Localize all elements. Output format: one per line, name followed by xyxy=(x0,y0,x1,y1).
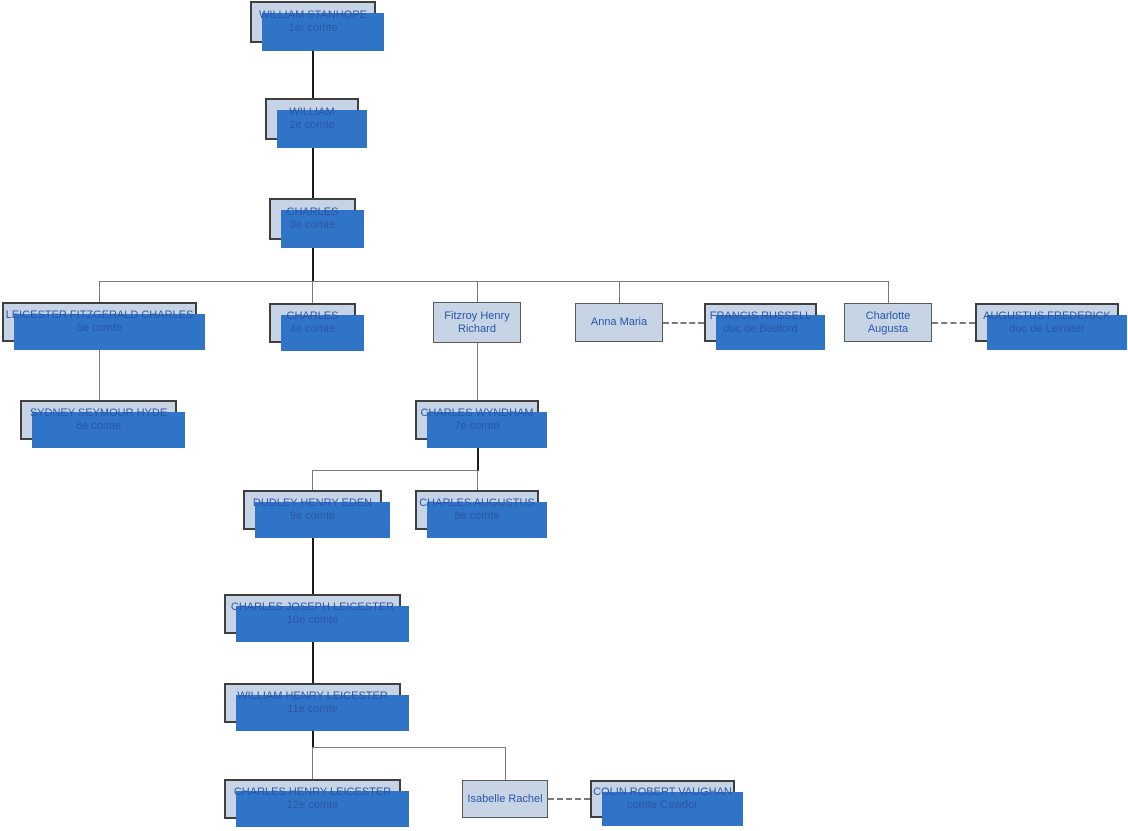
person-node-charles-henry-leicester[interactable]: CHARLES HENRY LEICESTER 12e comte xyxy=(224,779,409,827)
person-title: duc de Bedford xyxy=(723,322,798,335)
person-title: 12e comte xyxy=(286,799,339,811)
connector-charles-wyndham-down xyxy=(477,440,479,471)
drop-to-leicester-fitzgerald xyxy=(99,281,100,302)
node-shadow xyxy=(236,606,409,642)
person-name: DUDLEY HENRY EDEN xyxy=(252,497,373,509)
person-node-william-2e[interactable]: WILLIAM 2e comte xyxy=(265,98,367,148)
person-node-anna-maria[interactable]: Anna Maria xyxy=(575,303,663,342)
person-node-dudley-henry-eden[interactable]: DUDLEY HENRY EDEN 9e comte xyxy=(243,490,390,538)
person-node-charles-augustus[interactable]: CHARLES AUGUSTUS 8e comte xyxy=(415,490,547,538)
sibling-bus-charles3 xyxy=(99,281,889,282)
person-name: SYDNEY SEYMOUR HYDE xyxy=(29,407,168,419)
drop-to-charlotte-augusta xyxy=(888,281,889,303)
person-name: COLIN ROBERT VAUGHAN xyxy=(593,786,732,798)
person-name: CHARLES HENRY LEICESTER xyxy=(233,786,392,798)
person-node-isabelle-rachel[interactable]: Isabelle Rachel xyxy=(462,780,548,818)
person-name: Fitzroy Henry xyxy=(444,309,510,322)
person-title: 8e comte xyxy=(454,510,500,522)
person-name: WILLIAM xyxy=(289,106,335,118)
connector-fitzroy-to-charles-wyndham xyxy=(477,343,478,400)
person-name: CHARLES xyxy=(286,310,339,322)
person-name: Isabelle Rachel xyxy=(467,792,543,805)
drop-to-isabelle-rachel xyxy=(505,747,506,780)
person-name: Charlotte xyxy=(865,309,911,322)
sibling-bus-charles-wyndham xyxy=(312,470,478,471)
person-name-cont: Augusta xyxy=(867,322,909,335)
person-node-william-stanhope[interactable]: WILLIAM STANHOPE 1er comte xyxy=(250,1,384,51)
connector-charles3-down xyxy=(312,240,314,282)
connector-charles-joseph-to-william-henry xyxy=(312,634,314,683)
person-name: FRANCIS RUSSELL xyxy=(709,309,812,322)
person-node-augustus-frederick[interactable]: AUGUSTUS FREDERICK duc de Leinster xyxy=(975,303,1127,350)
person-title: 3e comte xyxy=(289,219,336,231)
node-shadow xyxy=(987,315,1127,350)
connector-william-to-charles3 xyxy=(312,140,314,198)
person-title: 7e comte xyxy=(454,420,500,432)
node-shadow xyxy=(427,502,547,538)
person-title: 9e comte xyxy=(289,510,336,522)
node-shadow xyxy=(602,792,743,826)
node-shadow xyxy=(32,412,185,448)
person-title: 11e comte xyxy=(287,703,338,715)
person-name: WILLIAM HENRY LEICESTER xyxy=(237,690,388,702)
person-name: CHARLES AUGUSTUS xyxy=(419,497,535,509)
person-node-william-henry-leicester[interactable]: WILLIAM HENRY LEICESTER 11e comte xyxy=(224,683,409,731)
node-shadow xyxy=(716,315,825,350)
node-shadow xyxy=(236,695,409,731)
marriage-link-charlotte-augustus xyxy=(932,322,975,324)
node-shadow xyxy=(427,412,547,448)
node-shadow xyxy=(277,110,367,148)
connector-stanhope-to-william xyxy=(312,43,314,98)
person-name: CHARLES WYNDHAM xyxy=(420,407,534,419)
person-node-francis-russell[interactable]: FRANCIS RUSSELL duc de Bedford xyxy=(704,303,825,350)
person-name: WILLIAM STANHOPE xyxy=(259,9,367,21)
connector-william-henry-down xyxy=(312,723,314,748)
drop-to-charles4 xyxy=(312,281,313,303)
drop-to-anna-maria xyxy=(619,281,620,303)
drop-to-dudley xyxy=(312,470,313,490)
person-name-cont: Richard xyxy=(458,322,496,335)
node-shadow xyxy=(262,13,384,51)
person-title: 4e comte xyxy=(289,323,336,335)
person-name: Anna Maria xyxy=(590,316,648,328)
person-title: 6e comte xyxy=(75,420,122,432)
person-title: 5e comte xyxy=(76,322,123,334)
person-name: CHARLES JOSEPH LEICESTER xyxy=(230,601,395,613)
person-node-colin-robert-vaughan[interactable]: COLIN ROBERT VAUGHAN comte Cawdor xyxy=(590,780,743,826)
person-node-charles-4e[interactable]: CHARLES 4e comte xyxy=(269,303,364,351)
person-title: comte Cawdor xyxy=(627,799,698,811)
person-node-leicester-fitzgerald-charles[interactable]: LEICESTER FITZGERALD CHARLES 5e comte xyxy=(2,302,205,350)
node-shadow xyxy=(281,315,364,351)
drop-to-fitzroy xyxy=(477,281,478,302)
drop-to-charles-henry xyxy=(312,747,313,779)
person-name: LEICESTER FITZGERALD CHARLES xyxy=(5,309,194,321)
connector-dudley-to-charles-joseph xyxy=(312,530,314,594)
node-shadow xyxy=(255,502,390,538)
connector-leicester-to-sydney xyxy=(99,342,100,400)
person-title: 1er comte xyxy=(288,22,338,34)
drop-to-charles-augustus xyxy=(477,470,478,490)
person-title: 2e comte xyxy=(289,119,335,131)
person-node-charles-wyndham[interactable]: CHARLES WYNDHAM 7e comte xyxy=(415,400,547,448)
node-shadow xyxy=(281,210,364,248)
person-node-charles-3e[interactable]: CHARLES 3e comte xyxy=(269,198,364,248)
sibling-bus-william-henry xyxy=(312,747,506,748)
person-node-fitzroy-henry-richard[interactable]: Fitzroy Henry Richard xyxy=(433,302,521,343)
person-title: duc de Leinster xyxy=(1009,322,1085,335)
marriage-link-isabelle-colin xyxy=(548,798,590,800)
person-name: AUGUSTUS FREDERICK xyxy=(983,309,1111,322)
person-name: CHARLES xyxy=(286,206,339,218)
node-shadow xyxy=(14,314,205,350)
node-shadow xyxy=(236,791,409,827)
person-node-sydney-seymour-hyde[interactable]: SYDNEY SEYMOUR HYDE 6e comte xyxy=(20,400,185,448)
person-node-charlotte-augusta[interactable]: Charlotte Augusta xyxy=(844,303,932,342)
person-node-charles-joseph-leicester[interactable]: CHARLES JOSEPH LEICESTER 10e comte xyxy=(224,594,409,642)
marriage-link-anna-maria-francis-russell xyxy=(663,322,704,324)
person-title: 10e comte xyxy=(286,614,339,626)
